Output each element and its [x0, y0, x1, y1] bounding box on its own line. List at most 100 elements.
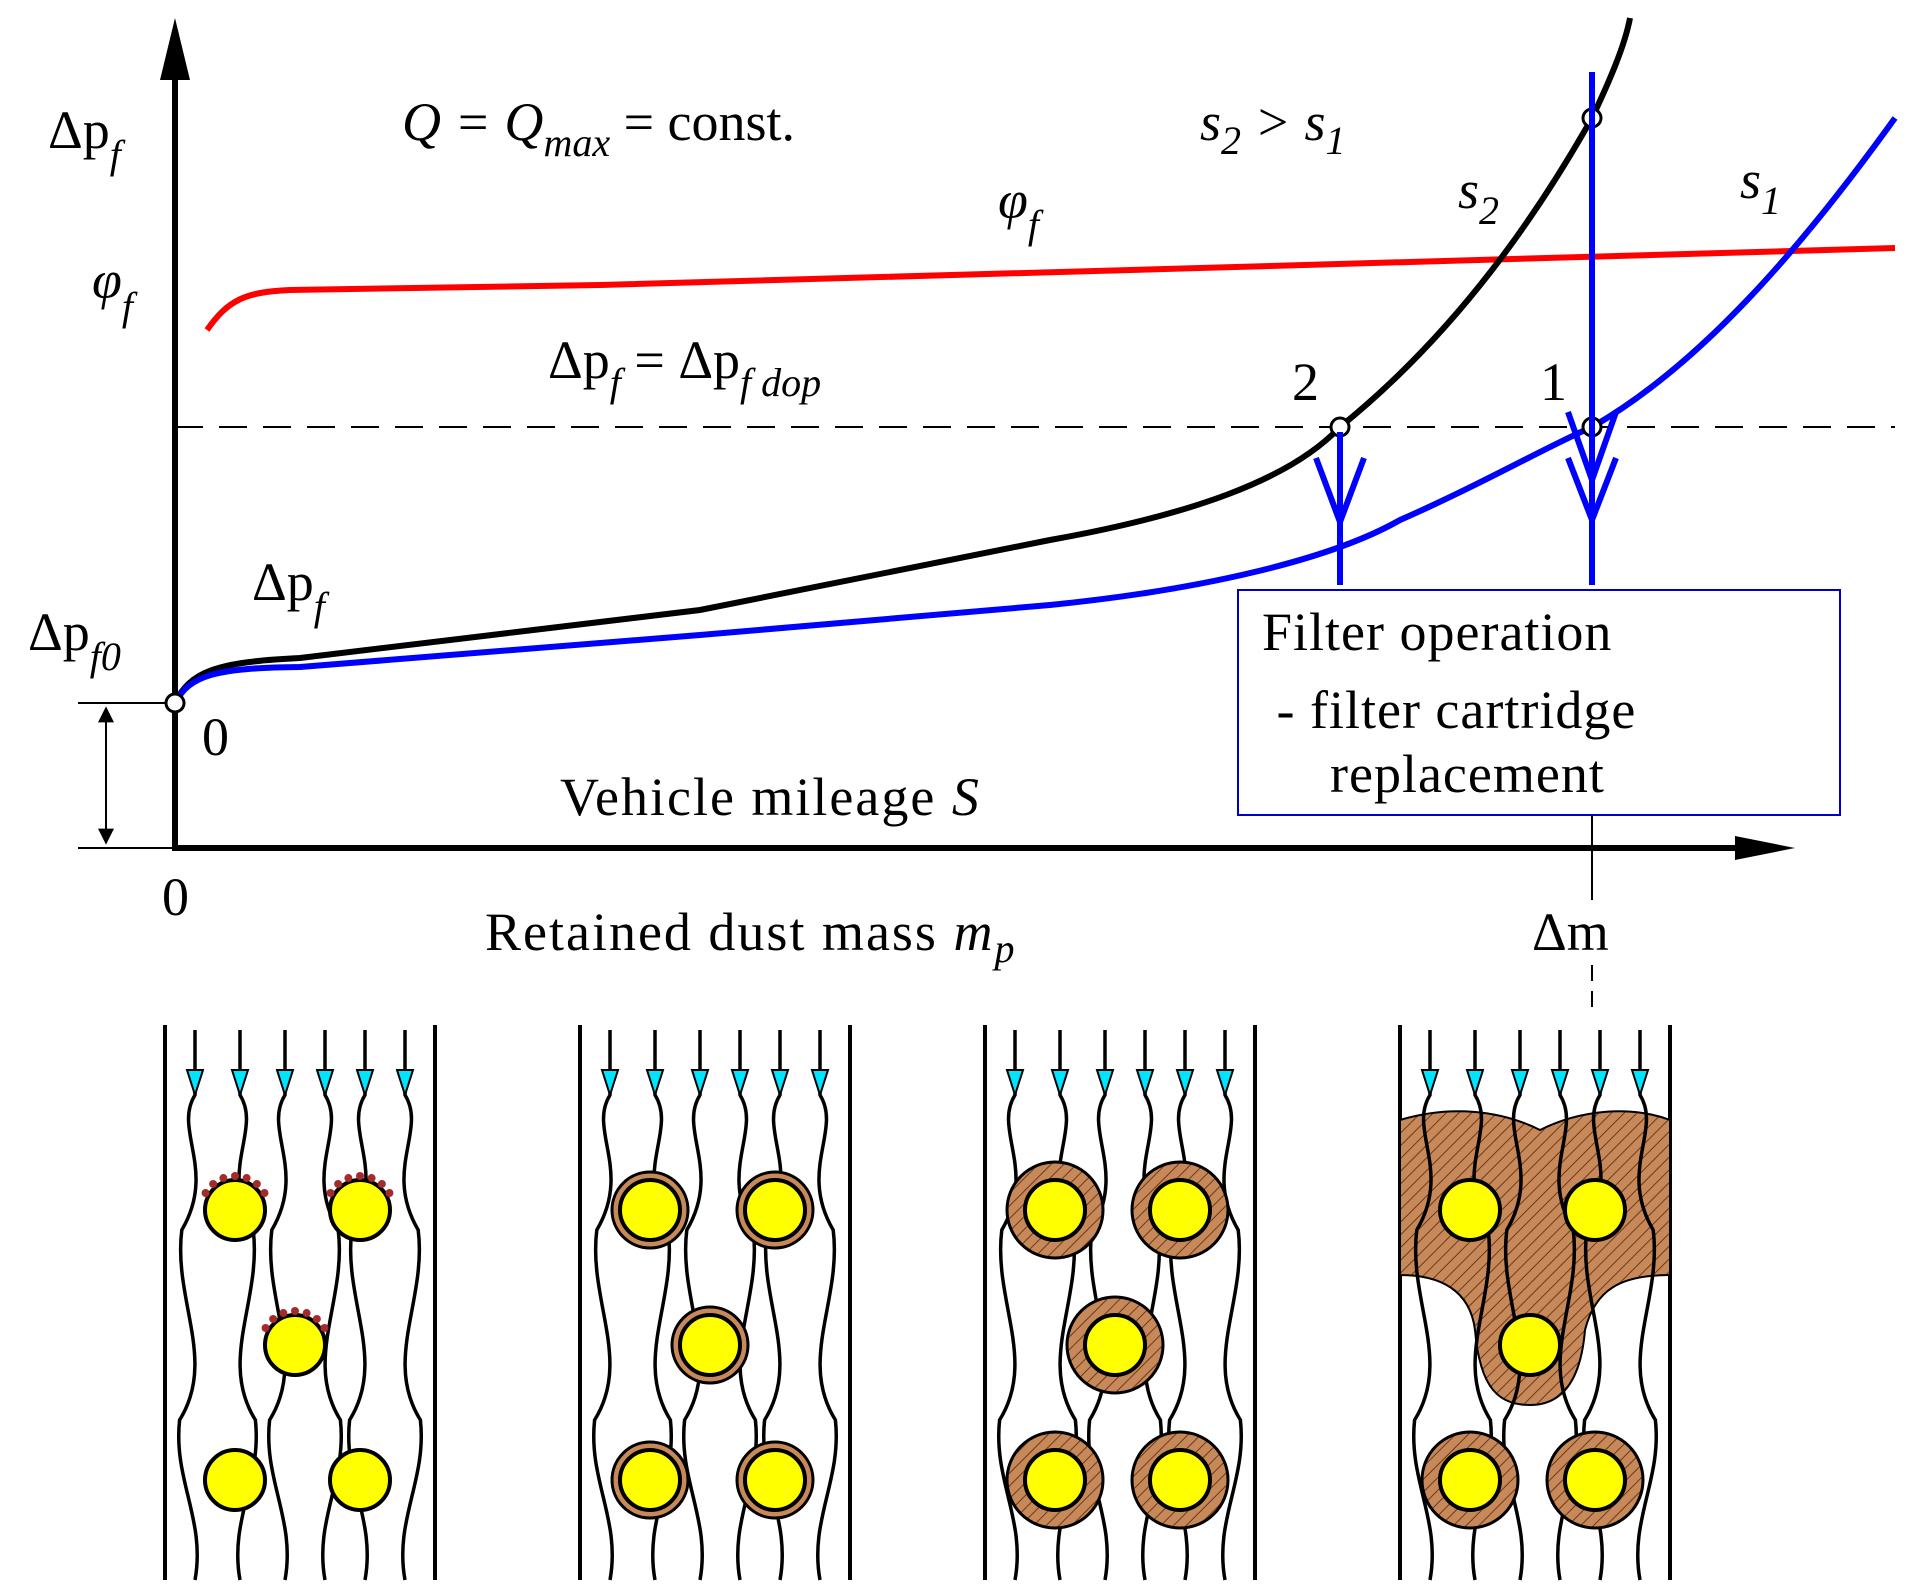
flow-arrow-icon: [1215, 1069, 1235, 1099]
condition-q-label: Q = Qmax = const.: [402, 92, 795, 165]
dust-particle: [320, 1324, 329, 1332]
dust-particle: [377, 1179, 386, 1188]
flow-arrow-icon: [690, 1069, 710, 1099]
filter-panel-3: [983, 1025, 1257, 1581]
x-axis-mass-label: Retained dust mass mp: [485, 902, 1016, 971]
dust-particle: [367, 1174, 376, 1183]
s2-curve-label: s2: [1458, 160, 1499, 233]
flow-arrow-icon: [600, 1069, 620, 1099]
filter-operation-box-border: [1237, 589, 1841, 816]
replacement-arrows: [1313, 72, 1619, 1015]
flow-line: [400, 1030, 423, 1581]
filter-fiber: [1023, 1178, 1087, 1242]
origin-point-marker: [164, 692, 186, 714]
flow-line: [320, 1030, 343, 1581]
flow-arrow-icon: [770, 1069, 790, 1099]
s1-curve-label: s1: [1740, 150, 1781, 223]
filter-fiber: [1083, 1313, 1147, 1377]
flow-arrow-icon: [1095, 1069, 1115, 1099]
flow-line: [267, 1030, 290, 1581]
dp-curve-label: Δpf: [252, 552, 330, 629]
x-axis-arrowhead: [1735, 836, 1795, 860]
flow-arrow-icon: [730, 1069, 750, 1099]
point-1-label: 1: [1540, 352, 1567, 412]
filter-fiber: [1563, 1448, 1627, 1512]
y-axis-dp-label: Δpf: [48, 100, 126, 177]
flow-line: [177, 1030, 200, 1581]
flow-arrow-icon: [1005, 1069, 1025, 1099]
dust-particle: [231, 1172, 239, 1180]
dust-particle: [334, 1179, 343, 1188]
filter-fiber: [203, 1178, 267, 1242]
s-compare-label: s2 > s1: [1200, 92, 1345, 163]
filter-fiber: [678, 1313, 742, 1377]
flow-line: [682, 1030, 705, 1581]
flow-arrow-icon: [315, 1069, 335, 1099]
filter-fiber: [1438, 1448, 1502, 1512]
filter-fiber: [328, 1448, 392, 1512]
dust-particle: [242, 1174, 251, 1183]
dust-particle: [201, 1189, 210, 1197]
dust-particle: [312, 1314, 321, 1323]
arrow-2-head: [1313, 456, 1367, 531]
s1-curve: [172, 116, 1898, 705]
flow-line: [997, 1030, 1020, 1581]
filter-fiber: [328, 1178, 392, 1242]
filter-panel-1: [163, 1025, 437, 1581]
filter-fiber: [743, 1448, 807, 1512]
flow-arrow-icon: [1510, 1069, 1530, 1099]
dust-particle: [209, 1179, 218, 1188]
filter-panel-4: [1398, 1025, 1672, 1581]
flow-arrow-icon: [645, 1069, 665, 1099]
flow-arrow-icon: [395, 1069, 415, 1099]
filter-fiber: [1148, 1178, 1212, 1242]
filter-operation-box: Filter operation - filter cartridge repl…: [1237, 589, 1841, 816]
box-line-3: replacement: [1330, 744, 1605, 804]
dust-particle: [279, 1309, 288, 1318]
filter-fiber: [1498, 1313, 1562, 1377]
dust-particle: [260, 1189, 269, 1197]
flow-arrow-icon: [230, 1069, 250, 1099]
filter-fiber: [743, 1178, 807, 1242]
filter-panel-2: [578, 1025, 852, 1581]
flow-arrow-icon: [1630, 1069, 1650, 1099]
phi-f-curve: [204, 245, 1896, 332]
point-2-label: 2: [1292, 352, 1319, 412]
filter-panels: [163, 1025, 1672, 1581]
arrow-1-head-upper: [1565, 411, 1619, 490]
flow-arrow-icon: [1420, 1069, 1440, 1099]
dust-particle: [252, 1179, 261, 1188]
dust-particle: [356, 1172, 364, 1180]
dust-particle: [269, 1314, 278, 1323]
y-axis-phi-label: φf: [92, 250, 138, 329]
flow-arrow-icon: [1175, 1069, 1195, 1099]
limit-label: Δpf = Δpf dop: [548, 330, 821, 405]
filter-fiber: [1563, 1178, 1627, 1242]
filter-fiber: [618, 1178, 682, 1242]
dp-f0-label: Δpf0: [28, 602, 121, 679]
filter-fiber: [1438, 1178, 1502, 1242]
flow-arrow-icon: [185, 1069, 205, 1099]
flow-arrow-icon: [355, 1069, 375, 1099]
dust-particle: [261, 1324, 270, 1332]
phi-curve-label: φf: [998, 170, 1044, 247]
filter-fiber: [1023, 1448, 1087, 1512]
box-line-2: - filter cartridge: [1262, 680, 1636, 740]
flow-line: [1412, 1030, 1435, 1581]
labels: Δpf φf Δpf0 0 0 Q = Qmax = const. s2 > s…: [28, 92, 1781, 971]
flow-line: [1635, 1030, 1658, 1581]
filter-fiber: [263, 1313, 327, 1377]
dust-particle: [291, 1307, 299, 1315]
flow-arrow-icon: [1050, 1069, 1070, 1099]
x-axis-mileage-label: Vehicle mileage S: [560, 767, 981, 827]
flow-line: [592, 1030, 615, 1581]
flow-arrow-icon: [810, 1069, 830, 1099]
delta-m-label: Δm: [1532, 902, 1609, 962]
origin-axis-label: 0: [162, 867, 189, 927]
filter-fiber: [618, 1448, 682, 1512]
flow-line: [1220, 1030, 1243, 1581]
flow-line: [815, 1030, 838, 1581]
origin-point-label: 0: [202, 707, 229, 767]
flow-arrow-icon: [275, 1069, 295, 1099]
